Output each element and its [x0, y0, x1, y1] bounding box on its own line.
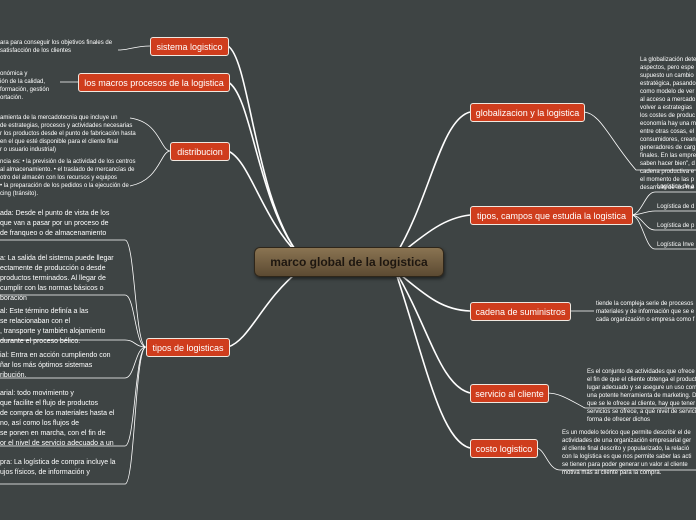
sub-tipos-bt1 [124, 239, 147, 348]
note-tipo-1: ada: Desde el punto de vista de los que … [0, 210, 110, 237]
node-servicio-cliente[interactable]: servicio al cliente [470, 384, 549, 403]
note-globalizacion: La globalización dete aspectos, pero esp… [640, 57, 696, 191]
node-tipos-campos[interactable]: tipos, campos que estudia la logistica [470, 206, 633, 225]
link-cadena [394, 269, 471, 312]
node-tipos-de-logisticas[interactable]: tipos de logisticas [146, 338, 230, 357]
link-tipos-logisticas [227, 269, 301, 348]
sub-logistica-inve: Logística Inve [657, 242, 695, 248]
node-globalizacion[interactable]: globalizacion y la logistica [470, 103, 585, 122]
sub-costo [535, 447, 696, 471]
link-costo [394, 269, 471, 449]
note-tipo-4: ial: Entra en acción cumpliendo con ñar … [0, 352, 111, 379]
sub-logistica-d: Logística de d [657, 204, 695, 210]
node-costo-logistico[interactable]: costo logistico [470, 439, 538, 458]
link-servicio [394, 269, 471, 394]
link-globalizacion [394, 111, 471, 257]
sub-globalizacion [582, 111, 696, 171]
note-sistema-logistico: ara para conseguir los objetivos finales… [0, 40, 113, 54]
link-macros [227, 81, 301, 257]
note-macros-procesos: onómica y ión de la calidad, formación, … [0, 71, 50, 101]
sub-tipos-bt4 [124, 346, 147, 379]
note-distribucion-1: amienta de la mercadotecnia que incluye … [0, 115, 136, 153]
note-tipo-3: al: Este término definía a las se relaci… [0, 308, 106, 345]
node-cadena-suministros[interactable]: cadena de suministros [470, 302, 571, 321]
sub-servicio [546, 392, 696, 409]
node-macros-procesos[interactable]: los macros procesos de la logistica [78, 73, 230, 92]
sub-logistica-a: Logística de a [657, 184, 695, 190]
sub-dist-2 [129, 150, 171, 187]
sub-campos-3 [630, 214, 696, 231]
sub-campos-1 [630, 191, 696, 216]
note-tipo-5: arial: todo movimiento y que facilite el… [0, 390, 115, 447]
sub-logistica-p: Logística de p [657, 223, 695, 229]
note-servicio-cliente: Es el conjunto de actividades que ofrece… [587, 369, 696, 423]
node-distribucion[interactable]: distribucion [170, 142, 230, 161]
central-topic[interactable]: marco global de la logistica [254, 247, 444, 277]
note-costo-logistico: Es un modelo teórico que permite describ… [562, 430, 692, 476]
sub-tipos-bt6 [124, 346, 147, 485]
sub-campos-4 [630, 214, 696, 250]
sub-tipos-bt3 [124, 339, 147, 348]
note-tipo-6: pra: La logística de compra incluye la u… [0, 459, 116, 476]
sub-sistema [117, 45, 151, 51]
note-cadena-suministros: tiende la compleja serie de procesos mat… [596, 301, 695, 323]
node-sistema-logistico[interactable]: sistema logistico [150, 37, 229, 56]
link-sistema [227, 45, 301, 257]
link-distribucion [227, 150, 301, 257]
sub-dist-1 [129, 117, 171, 152]
sub-tipos-bt2 [124, 294, 147, 348]
sub-campos-2 [630, 210, 696, 216]
note-distribucion-2: ncia es: • la previsión de la actividad … [0, 159, 136, 197]
note-tipo-2: a: La salida del sistema puede llegar ec… [0, 255, 114, 302]
